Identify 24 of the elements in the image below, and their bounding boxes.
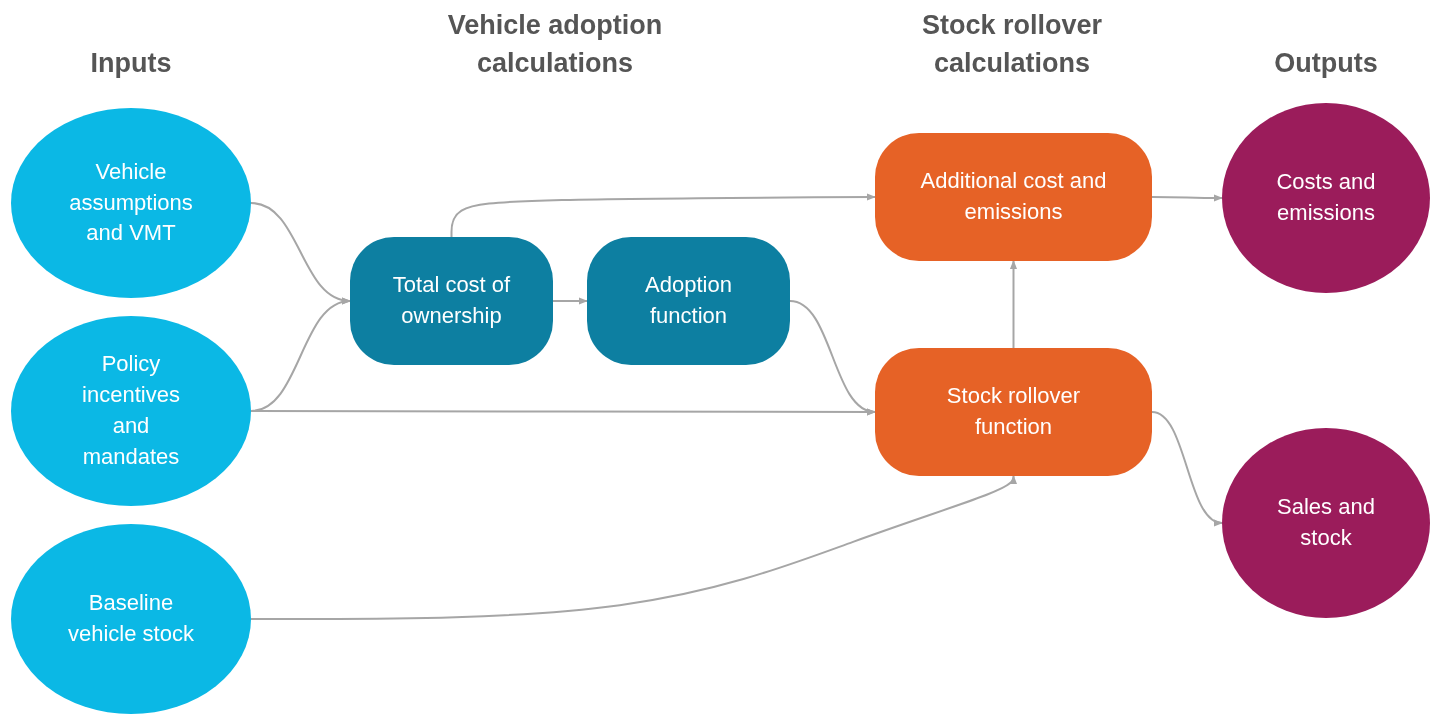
node-label: Baseline vehicle stock [67,589,195,648]
arrow [789,300,876,414]
arrow [450,193,876,238]
column-heading: Outputs [1273,47,1379,80]
column-heading: Stock rollover calculations [920,9,1104,80]
node-label: Vehicle assumptions and VMT [68,157,194,248]
node-label: Total cost of ownership [391,271,512,330]
process-box [875,133,1152,261]
node-label: Policy incentives and mandates [81,350,181,471]
node-label: Costs and emissions [1275,168,1377,227]
node-label: Sales and stock [1276,493,1376,552]
process-box [875,348,1152,476]
arrow [1009,260,1018,349]
arrow [552,297,588,305]
arrow [1151,411,1223,525]
node-label: Additional cost and emissions [919,167,1108,226]
process-box [587,237,790,365]
node-label: Adoption function [644,271,733,330]
process-box [350,237,553,365]
column-heading: Vehicle adoption calculations [446,9,664,80]
arrow [1151,194,1223,202]
node-label: Stock rollover function [945,382,1082,441]
arrow [250,475,1018,620]
column-heading: Inputs [89,47,173,80]
